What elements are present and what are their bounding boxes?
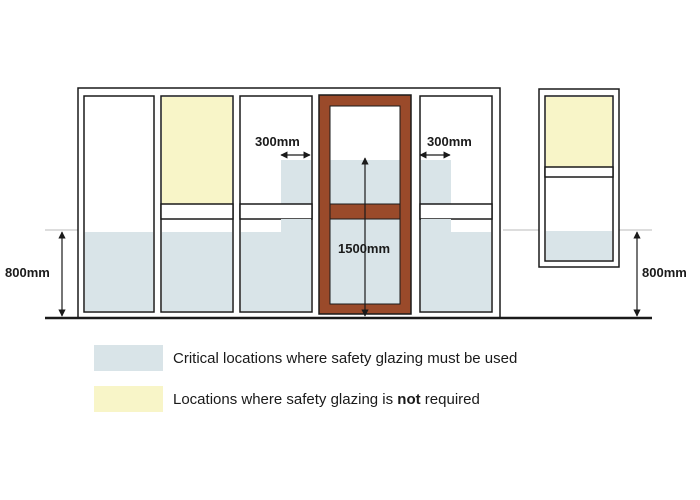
door-1500-label: 1500mm	[338, 241, 390, 256]
right-300-label: 300mm	[427, 134, 472, 149]
panel-3-critical-zone-upper	[281, 160, 311, 204]
panel-2-not-required-zone	[162, 97, 232, 204]
right-window-critical-zone	[546, 231, 612, 260]
right-window-transom	[544, 166, 614, 178]
panel-5-critical-zone-upper	[421, 160, 451, 204]
critical-label: Critical locations where safety glazing …	[173, 349, 518, 367]
panel-5-transom	[419, 203, 493, 220]
panel-2-transom	[160, 203, 234, 220]
panel-1-critical-zone	[85, 232, 153, 311]
not-required-label: Locations where safety glazing is not re…	[173, 390, 480, 408]
right-800-label: 800mm	[642, 265, 687, 280]
panel-5	[419, 95, 493, 313]
left-300-label: 300mm	[255, 134, 300, 149]
right-window	[538, 88, 620, 268]
panel-3-critical-zone	[241, 232, 311, 311]
panel-5-critical-zone	[421, 232, 491, 311]
panel-2	[160, 95, 234, 313]
panel-3	[239, 95, 313, 313]
panel-3-transom	[239, 203, 313, 220]
panel-3-critical-zone-lower	[281, 219, 311, 232]
panel-1	[83, 95, 155, 313]
legend-not-required: Locations where safety glazing is not re…	[94, 386, 517, 412]
critical-swatch	[94, 345, 163, 371]
panel-2-critical-zone	[162, 232, 232, 311]
right-window-not-required-zone	[546, 97, 612, 167]
legend-critical: Critical locations where safety glazing …	[94, 345, 517, 371]
not-required-swatch	[94, 386, 163, 412]
panel-5-critical-zone-lower	[421, 219, 451, 232]
legend: Critical locations where safety glazing …	[94, 345, 517, 427]
left-800-label: 800mm	[5, 265, 50, 280]
